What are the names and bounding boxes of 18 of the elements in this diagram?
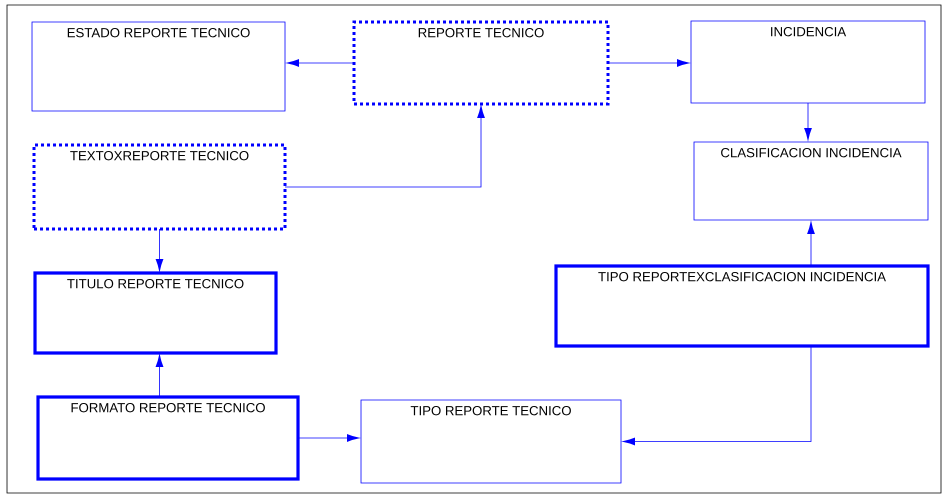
arrow	[284, 106, 485, 188]
entity-box: TIPO REPORTE TECNICO	[360, 400, 622, 484]
arrow	[286, 59, 354, 67]
arrow	[622, 346, 812, 446]
arrow	[156, 354, 164, 398]
arrow	[608, 59, 690, 67]
entity-box: TEXTOXREPORTE TECNICO	[32, 144, 286, 230]
entity-box: ESTADO REPORTE TECNICO	[32, 22, 286, 112]
arrow	[156, 228, 164, 272]
entity-box: TITULO REPORTE TECNICO	[33, 271, 278, 355]
entity-box: FORMATO REPORTE TECNICO	[36, 395, 300, 481]
arrow	[807, 222, 815, 266]
arrow	[804, 102, 812, 140]
entity-box: CLASIFICACION INCIDENCIA	[694, 142, 928, 220]
entity-box: TIPO REPORTEXCLASIFICACION INCIDENCIA	[554, 264, 930, 348]
entity-box: INCIDENCIA	[690, 20, 926, 104]
arrow	[298, 434, 360, 442]
entity-box: REPORTE TECNICO	[352, 20, 610, 106]
